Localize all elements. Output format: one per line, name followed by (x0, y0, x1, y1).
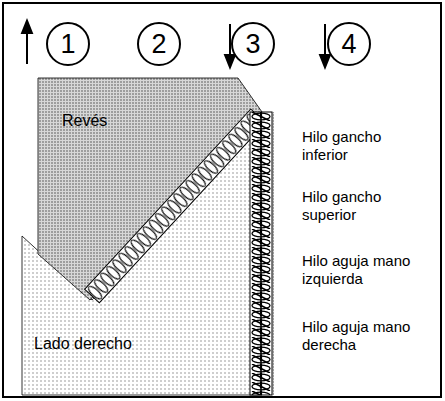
up-arrow (26, 26, 28, 64)
thread-label: Hilo aguja mano derecha (302, 318, 414, 354)
callout-circle: 4 (327, 22, 371, 66)
wrong-side-fabric (38, 78, 262, 300)
needle-thread (260, 112, 262, 395)
frame (3, 3, 441, 397)
down-arrow (324, 24, 326, 62)
thread-label: Hilo aguja mano izquierda (302, 252, 414, 288)
thread-label: Hilo gancho superior (302, 188, 414, 224)
fabric (22, 78, 274, 395)
callout-number: 1 (60, 31, 75, 58)
callout-number: 2 (151, 31, 166, 58)
overlock-stitch (85, 109, 266, 303)
callout-number: 3 (245, 31, 260, 58)
fabric-side-label: Revés (62, 112, 142, 130)
thread-label: Hilo gancho inferior (302, 128, 414, 164)
callout-circle: 3 (231, 22, 275, 66)
callout-circle: 2 (137, 22, 181, 66)
callout-number: 4 (341, 31, 356, 58)
fabric-side-label: Lado derecho (34, 335, 154, 353)
diagonal-seam (85, 109, 266, 303)
overlock-stitch (250, 112, 272, 395)
callout-circle: 1 (46, 22, 90, 66)
